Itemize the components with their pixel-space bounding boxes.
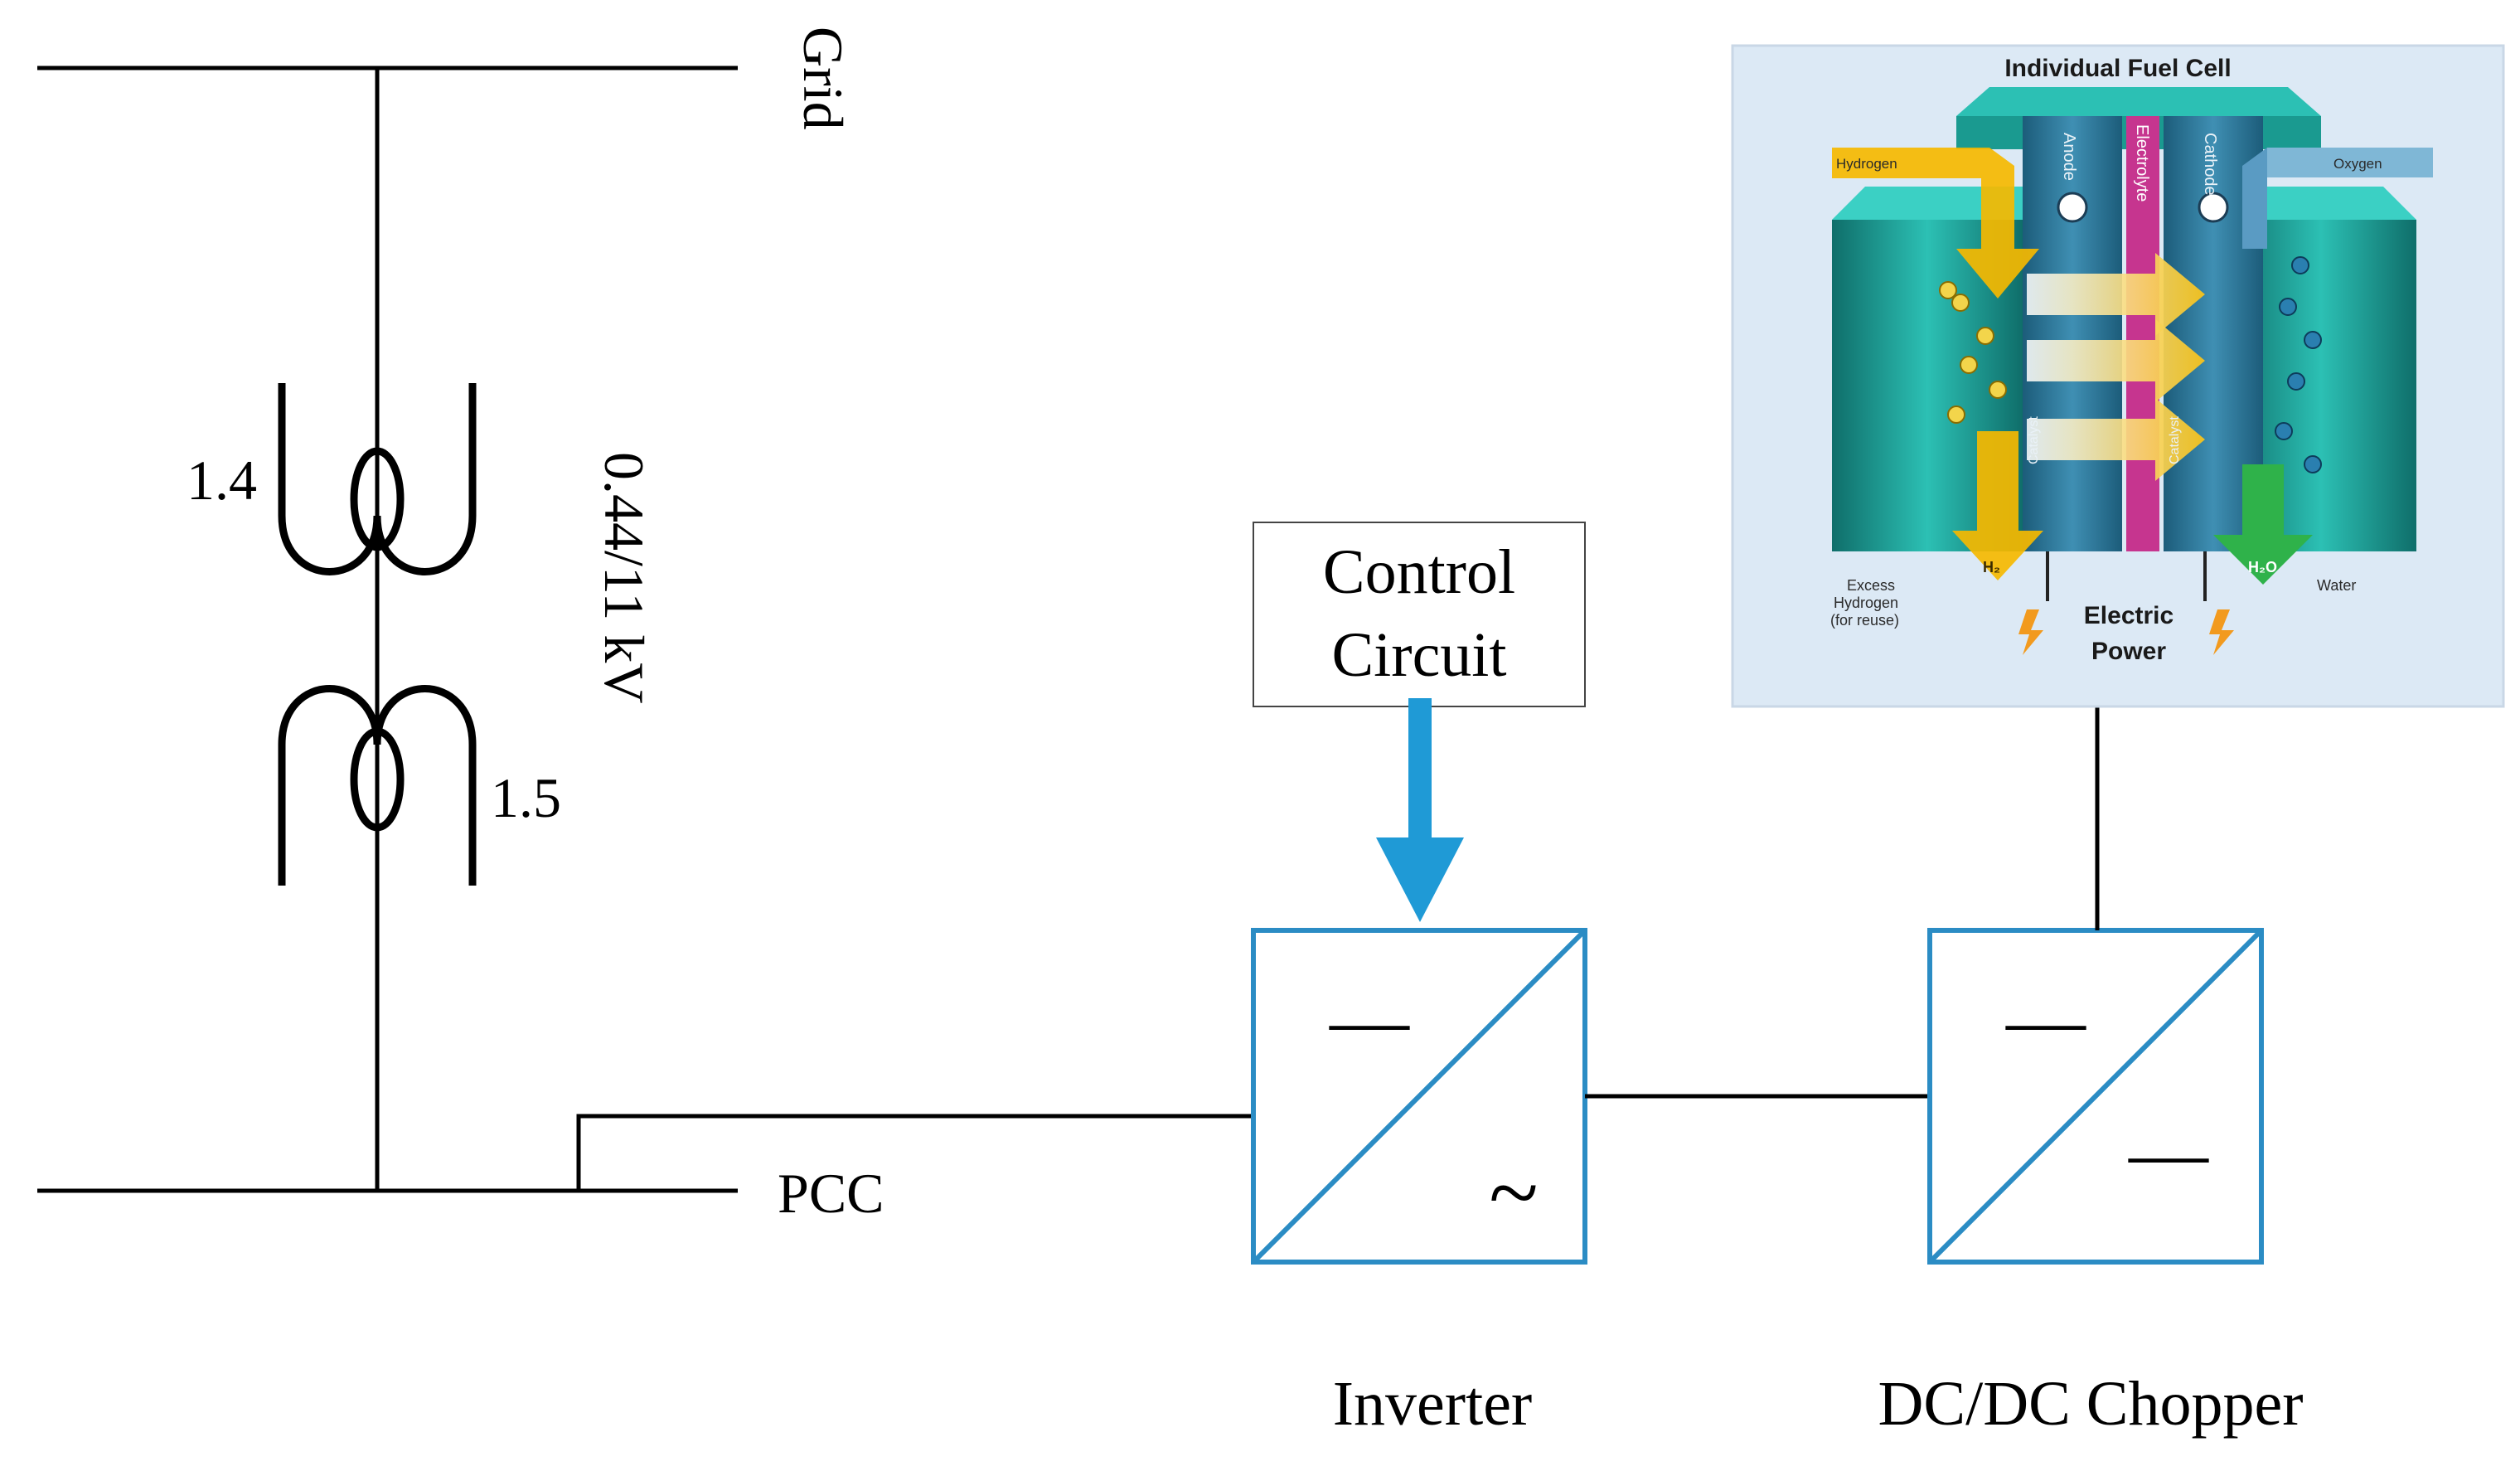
inverter-ac-symbol: ~ — [1489, 1142, 1539, 1243]
pcc-label: PCC — [778, 1162, 884, 1225]
fuel-cell-excess-line1: Excess — [1847, 577, 1895, 594]
fuel-cell-h2o-label: H₂O — [2248, 559, 2277, 575]
chopper-label: DC/DC Chopper — [1878, 1369, 2304, 1439]
control-signal-arrow — [1376, 698, 1464, 922]
control-circuit-label-line1: Control — [1323, 537, 1515, 607]
chopper-output-symbol: — — [2128, 1108, 2209, 1197]
pcc-bus — [37, 1114, 1253, 1193]
inverter-dc-symbol: — — [1329, 975, 1410, 1064]
control-circuit-box — [1253, 522, 1586, 707]
grid-label: Grid — [792, 27, 855, 130]
fuel-cell-electric-line2: Power — [2091, 638, 2166, 665]
fuel-cell-title: Individual Fuel Cell — [2004, 55, 2231, 82]
chopper-input-symbol: — — [2005, 975, 2086, 1064]
fuel-cell-catalyst-right-label: Catalyst — [2168, 416, 2182, 464]
fuel-cell-catalyst-left-label: Catalyst — [2027, 416, 2041, 464]
inverter-block — [1251, 928, 1587, 1265]
transformer-winding-top — [278, 383, 477, 575]
fuel-cell-hydrogen-label: Hydrogen — [1836, 156, 1897, 172]
fuel-cell-water-label: Water — [2317, 577, 2356, 594]
voltage-rating-label: 0.44/11 kV — [593, 452, 656, 703]
fuel-cell-electric-line1: Electric — [2084, 602, 2174, 629]
control-circuit-label-line2: Circuit — [1331, 620, 1506, 690]
transformer-winding-bottom — [278, 685, 477, 886]
fuel-cell-cathode-label: Cathode — [2201, 133, 2219, 196]
fuel-cell-oxygen-label: Oxygen — [2333, 156, 2382, 172]
chopper-block — [1927, 928, 2264, 1265]
fuel-cell-h2-label: H₂ — [1983, 559, 2000, 575]
inverter-label: Inverter — [1333, 1369, 1533, 1439]
fuel-cell-anode-label: Anode — [2060, 133, 2078, 181]
fuel-cell-electrolyte-label: Electrolyte — [2133, 124, 2151, 201]
fuel-cell-excess-line3: (for reuse) — [1830, 612, 1899, 629]
fuel-cell-excess-line2: Hydrogen — [1834, 595, 1898, 611]
winding-bottom-label: 1.5 — [491, 766, 561, 829]
fuel-cell-illustration — [1731, 44, 2505, 708]
winding-top-label: 1.4 — [187, 449, 257, 512]
